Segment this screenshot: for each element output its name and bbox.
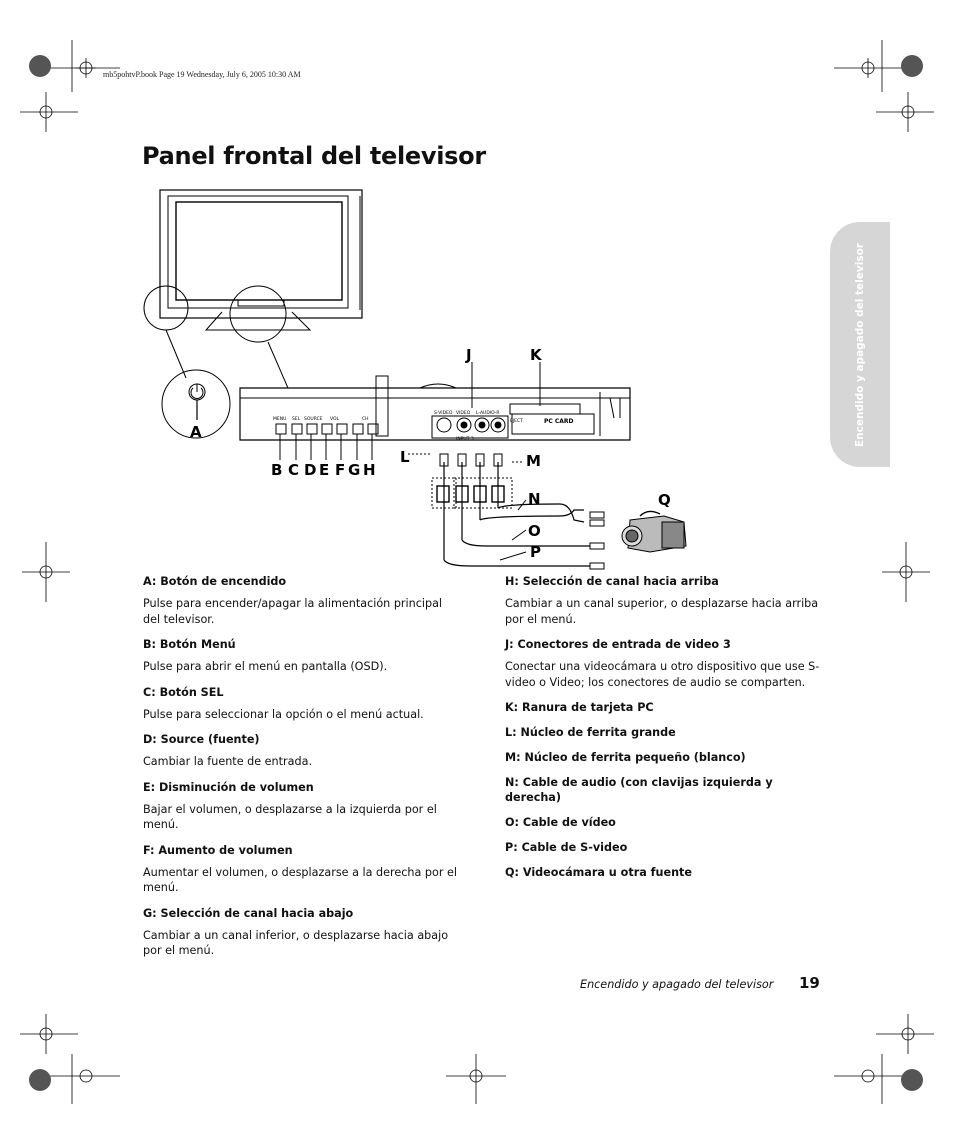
entry-description: Pulse para abrir el menú en pantalla (OS… — [143, 660, 388, 673]
entry-heading: M: Núcleo de ferrita pequeño (blanco) — [505, 751, 746, 764]
panel-label-eject: EJECT — [510, 418, 523, 424]
entry-heading: F: Aumento de volumen — [143, 843, 293, 857]
entry-heading: N: Cable de audio (con clavijas izquierd… — [505, 776, 773, 804]
entry-description: Conectar una videocámara u otro disposit… — [505, 660, 820, 689]
entry-m: M: Núcleo de ferrita pequeño (blanco) — [505, 750, 825, 765]
callout-c: C — [288, 461, 299, 479]
callout-l: L — [400, 448, 410, 466]
zoom-circle-panel — [229, 285, 287, 343]
callout-j: J — [465, 346, 472, 364]
panel-label-svideo: S-VIDEO — [434, 410, 453, 416]
entry-heading: G: Selección de canal hacia abajo — [143, 906, 354, 920]
entry-l: L: Núcleo de ferrita grande — [505, 725, 825, 740]
entry-heading: P: Cable de S-video — [505, 841, 628, 854]
entry-heading: L: Núcleo de ferrita grande — [505, 726, 676, 739]
callout-g: G — [348, 461, 360, 479]
callout-k: K — [530, 346, 543, 364]
entry-description: Bajar el volumen, o desplazarse a la izq… — [143, 802, 437, 832]
entry-description: Pulse para seleccionar la opción o el me… — [143, 707, 424, 721]
callout-m: M — [526, 452, 541, 470]
front-panel-strip — [239, 387, 631, 441]
panel-label-vol: VOL — [330, 416, 340, 422]
entry-description: Cambiar a un canal superior, o desplazar… — [505, 597, 819, 626]
power-detail-circle — [161, 369, 231, 439]
entry-heading: E: Disminución de volumen — [143, 780, 314, 794]
panel-label-audio: L-AUDIO-R — [476, 410, 500, 416]
entry-p: P: Cable de S-video — [505, 840, 825, 855]
entry-description: Pulse para encender/apagar la alimentaci… — [143, 597, 443, 626]
entry-f: F: Aumento de volumen Aumentar el volume… — [143, 843, 463, 896]
panel-label-menu: MENU — [273, 416, 286, 422]
entry-heading: K: Ranura de tarjeta PC — [505, 701, 654, 714]
callout-o: O — [528, 522, 541, 540]
entry-n: N: Cable de audio (con clavijas izquierd… — [505, 775, 825, 805]
entry-j: J: Conectores de entrada de video 3 Cone… — [505, 637, 825, 690]
entry-h: H: Selección de canal hacia arriba Cambi… — [505, 574, 825, 627]
panel-label-pccard: PC CARD — [544, 418, 574, 425]
footer-section-title: Encendido y apagado del televisor — [580, 978, 774, 991]
entry-heading: O: Cable de vídeo — [505, 816, 616, 829]
callout-n: N — [528, 490, 541, 508]
entry-a: A: Botón de encendido Pulse para encende… — [143, 574, 463, 627]
entry-e: E: Disminución de volumen Bajar el volum… — [143, 780, 463, 833]
callout-p: P — [530, 543, 541, 561]
entry-heading: B: Botón Menú — [143, 638, 236, 651]
entry-c: C: Botón SEL Pulse para seleccionar la o… — [143, 685, 463, 723]
panel-label-input: INPUT 3 — [456, 436, 474, 442]
entry-d: D: Source (fuente) Cambiar la fuente de … — [143, 732, 463, 770]
left-column: A: Botón de encendido Pulse para encende… — [143, 574, 463, 959]
entry-heading: C: Botón SEL — [143, 685, 224, 699]
callout-a: A — [190, 423, 202, 441]
right-column: H: Selección de canal hacia arriba Cambi… — [505, 574, 825, 880]
panel-label-video: VIDEO — [456, 410, 471, 416]
entry-heading: H: Selección de canal hacia arriba — [505, 575, 719, 588]
entry-heading: J: Conectores de entrada de video 3 — [505, 638, 731, 651]
panel-label-sel: SEL — [292, 416, 301, 422]
camcorder-icon — [621, 510, 687, 553]
page-title: Panel frontal del televisor — [142, 142, 486, 170]
entry-description: Cambiar la fuente de entrada. — [143, 755, 313, 768]
print-header: mb5pohtvP.book Page 19 Wednesday, July 6… — [103, 70, 301, 79]
entry-o: O: Cable de vídeo — [505, 815, 825, 830]
callout-b: B — [271, 461, 282, 479]
callout-f: F — [335, 461, 345, 479]
entry-q: Q: Videocámara u otra fuente — [505, 865, 825, 880]
page-number: 19 — [799, 974, 820, 992]
entry-heading: D: Source (fuente) — [143, 733, 260, 746]
entry-g: G: Selección de canal hacia abajo Cambia… — [143, 906, 463, 959]
entry-k: K: Ranura de tarjeta PC — [505, 700, 825, 715]
panel-label-source: SOURCE — [304, 416, 323, 422]
callout-e: E — [319, 461, 329, 479]
entry-description: Aumentar el volumen, o desplazarse a la … — [143, 865, 457, 895]
entry-heading: Q: Videocámara u otra fuente — [505, 866, 692, 879]
entry-heading: A: Botón de encendido — [143, 575, 287, 588]
tv-outline — [159, 189, 363, 319]
callout-d: D — [304, 461, 316, 479]
panel-label-ch: CH — [362, 416, 369, 422]
section-side-tab: Encendido y apagado del televisor — [830, 222, 890, 467]
callout-h: H — [363, 461, 376, 479]
entry-description: Cambiar a un canal inferior, o desplazar… — [143, 928, 449, 958]
callout-q: Q — [658, 491, 671, 509]
entry-b: B: Botón Menú Pulse para abrir el menú e… — [143, 637, 463, 675]
